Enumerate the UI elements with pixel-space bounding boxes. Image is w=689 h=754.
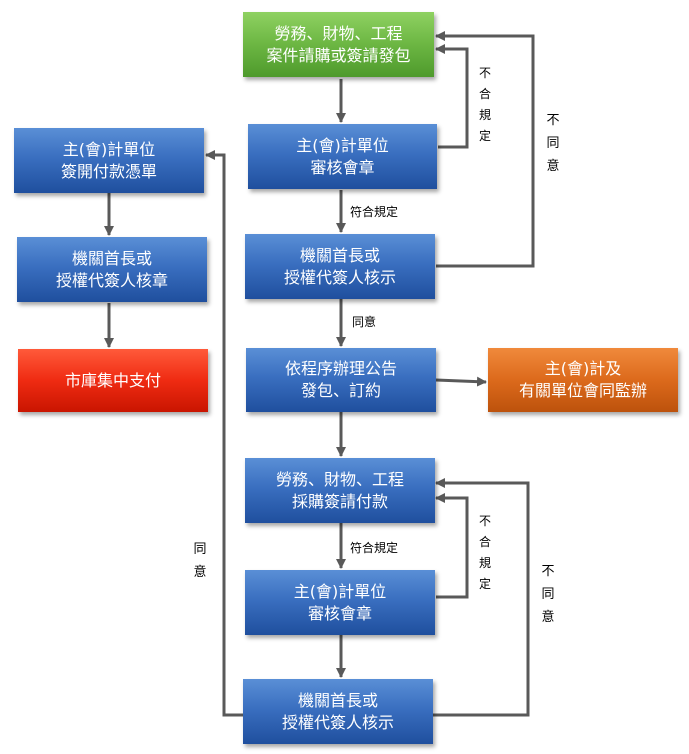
- label-disagree1: 不同意: [546, 113, 560, 174]
- node-payment-request: 勞務、財物、工程 採購簽請付款: [245, 458, 435, 523]
- label-compliant2: 符合規定: [350, 541, 399, 555]
- loop-disagree1: [435, 31, 535, 268]
- label-noncompliant2: 不合規定: [478, 514, 491, 591]
- node-review2-line2: 審核會章: [307, 603, 372, 623]
- node-voucher-line1: 主(會)計單位: [62, 139, 156, 159]
- node-announce-line1: 依程序辦理公告: [284, 359, 397, 378]
- node-head1: 機關首長或 授權代簽人核示: [245, 234, 435, 299]
- loop-noncompliant2: [435, 493, 469, 599]
- node-payment-request-line1: 勞務、財物、工程: [275, 469, 404, 489]
- node-payment-request-line2: 採購簽請付款: [291, 491, 388, 511]
- node-review1: 主(會)計單位 審核會章: [248, 124, 437, 189]
- node-head2-line2: 授權代簽人核示: [281, 712, 394, 732]
- loop-noncompliant1: [435, 44, 469, 149]
- label-disagree2: 不同意: [541, 564, 555, 625]
- node-announce-line2: 發包、訂約: [300, 381, 381, 400]
- node-supervise-line1: 主(會)計及: [544, 359, 622, 378]
- label-agree2: 同意: [193, 542, 207, 580]
- loop-disagree2: [433, 478, 530, 717]
- arrow-announce-to-supervise: [435, 376, 487, 387]
- node-treasury: 市庫集中支付: [18, 349, 208, 412]
- node-head3-line1: 機關首長或: [71, 248, 152, 268]
- node-head3-line2: 授權代簽人核章: [55, 270, 168, 290]
- node-announce: 依程序辦理公告 發包、訂約: [246, 348, 436, 412]
- node-supervise: 主(會)計及 有關單位會同監辦: [488, 348, 678, 412]
- node-head3: 機關首長或 授權代簽人核章: [17, 237, 207, 302]
- node-head2-line1: 機關首長或: [297, 690, 378, 710]
- node-voucher-line2: 簽開付款憑單: [60, 161, 157, 181]
- node-head1-line2: 授權代簽人核示: [283, 267, 396, 287]
- label-agree1: 同意: [352, 315, 377, 329]
- node-head2: 機關首長或 授權代簽人核示: [243, 679, 433, 744]
- node-voucher: 主(會)計單位 簽開付款憑單: [14, 128, 204, 193]
- loop-agree-to-voucher: [205, 150, 243, 717]
- node-review2: 主(會)計單位 審核會章: [245, 570, 435, 635]
- node-request-line2: 案件請購或簽請發包: [266, 45, 411, 65]
- node-head1-line1: 機關首長或: [299, 245, 380, 265]
- label-compliant1: 符合規定: [350, 205, 399, 219]
- node-review1-line2: 審核會章: [310, 157, 375, 177]
- node-review2-line1: 主(會)計單位: [293, 581, 387, 601]
- node-request: 勞務、財物、工程 案件請購或簽請發包: [243, 12, 434, 77]
- node-review1-line1: 主(會)計單位: [296, 135, 389, 155]
- node-treasury-line1: 市庫集中支付: [64, 370, 161, 390]
- node-request-line1: 勞務、財物、工程: [274, 23, 403, 43]
- label-noncompliant1: 不合規定: [478, 66, 491, 143]
- node-supervise-line2: 有關單位會同監辦: [518, 381, 647, 400]
